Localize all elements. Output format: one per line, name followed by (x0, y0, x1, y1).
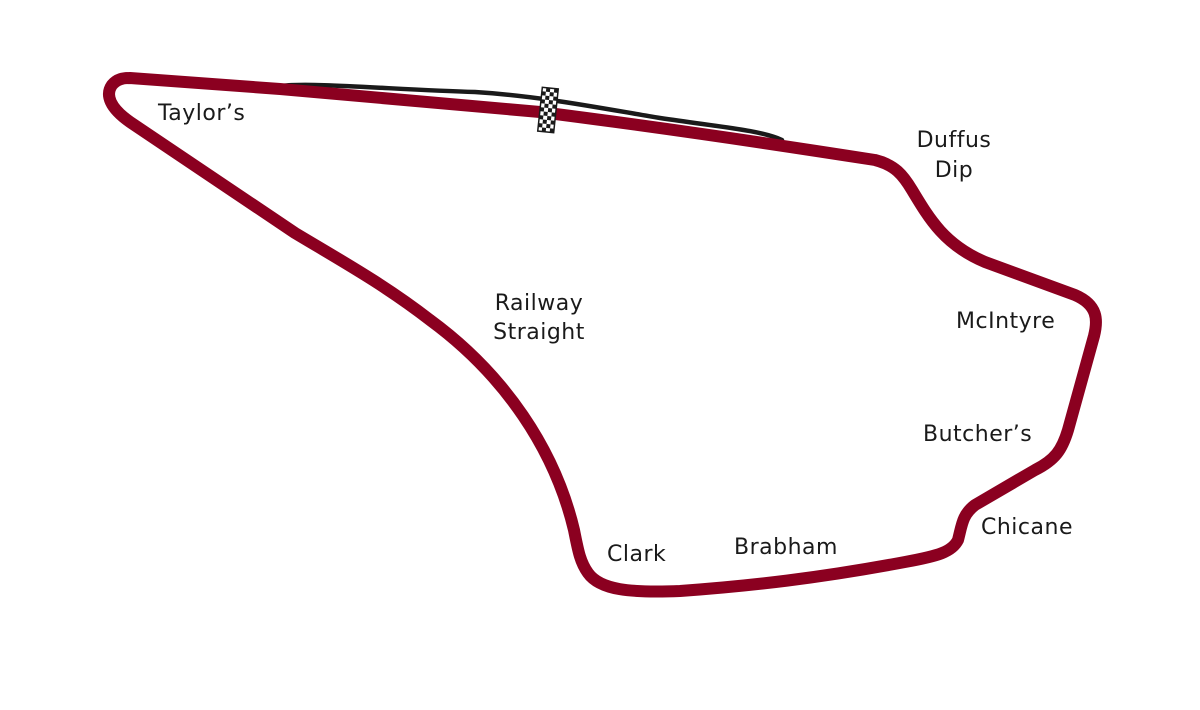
corner-label-clark: Clark (607, 542, 666, 567)
corner-label-butchers: Butcher’s (923, 422, 1032, 447)
corner-label-railway-straight-line2: Straight (493, 320, 585, 345)
corner-label-brabham: Brabham (734, 535, 838, 560)
corner-label-duffus-dip-line2: Dip (935, 158, 974, 183)
checkered-flag-icon (536, 86, 560, 134)
corner-label-railway-straight-line1: Railway (495, 291, 584, 316)
corner-label-taylors: Taylor’s (157, 101, 245, 126)
start-finish-line (536, 86, 560, 134)
circuit-track (103, 72, 1102, 598)
corner-label-duffus-dip-line1: Duffus (917, 128, 992, 153)
corner-label-chicane: Chicane (981, 515, 1073, 540)
corner-label-mcintyre: McIntyre (956, 309, 1055, 334)
